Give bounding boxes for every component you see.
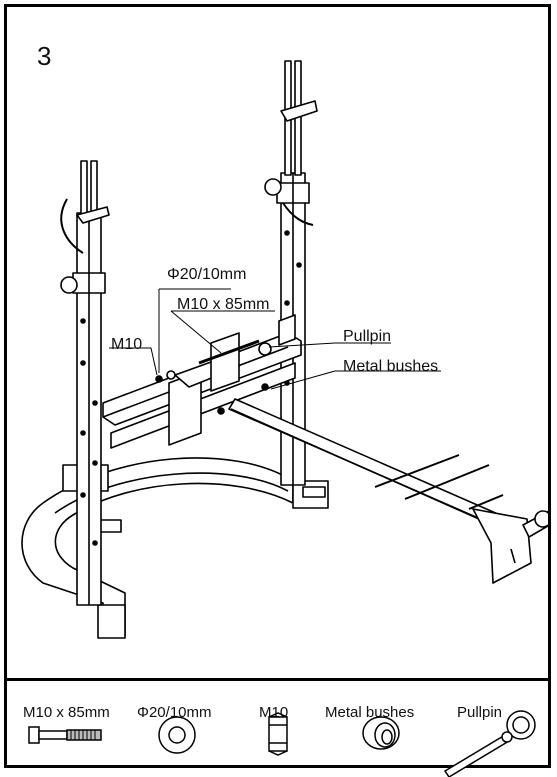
part-label-pullpin: Pullpin — [457, 704, 503, 721]
pullpin-icon — [443, 710, 536, 777]
callout-bolt: M10 x 85mm — [177, 296, 270, 313]
parts-divider — [7, 678, 548, 681]
callout-bushes: Metal bushes — [343, 358, 439, 375]
callout-washer: Φ20/10mm — [167, 266, 247, 283]
instruction-sheet: 3 — [4, 4, 551, 777]
washer-icon — [158, 716, 196, 754]
bushing-icon — [362, 716, 400, 750]
part-label-bushes: Metal bushes — [325, 704, 415, 721]
step-number: 3 — [37, 41, 52, 71]
part-label-bolt: M10 x 85mm — [23, 704, 110, 721]
nut-icon — [268, 712, 288, 756]
part-label-washer: Φ20/10mm — [137, 704, 212, 721]
bench-assembly-drawing — [21, 60, 548, 639]
bolt-icon — [28, 726, 102, 744]
callout-pullpin: Pullpin — [343, 328, 392, 345]
callout-nut: M10 — [111, 336, 143, 353]
